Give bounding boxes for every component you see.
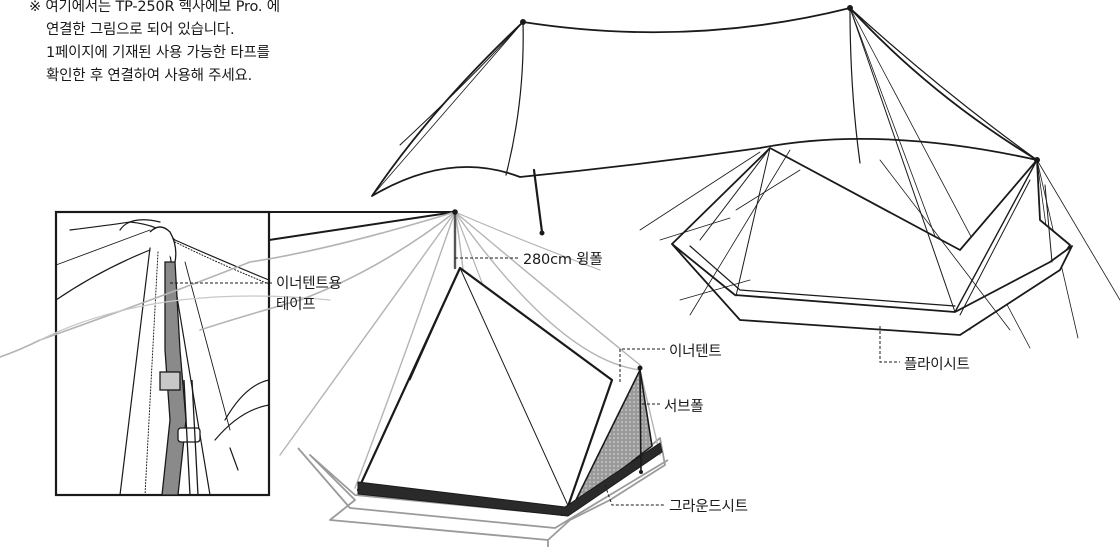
label-fly-sheet: 플라이시트 (904, 357, 970, 373)
label-sub-pole: 서브폴 (664, 399, 704, 415)
note-line-1: ※ 여기에서는 TP-250R 헥사에보 Pro. 에 (29, 0, 280, 15)
fly-sheet-tent (639, 7, 1073, 336)
tarp (371, 5, 1120, 349)
note-text: ※ 여기에서는 TP-250R 헥사에보 Pro. 에 연결한 그림으로 되어 … (29, 0, 280, 88)
label-ground-sheet: 그라운드시트 (669, 499, 748, 515)
front-tent (0, 209, 663, 517)
note-line-4: 확인한 후 연결하여 사용해 주세요. (46, 68, 253, 84)
detail-inset (54, 210, 456, 497)
label-inner-tent-tape: 이너텐트용 테이프 (276, 276, 342, 313)
note-line-2: 연결한 그림으로 되어 있습니다. (46, 22, 235, 38)
leader-lines (170, 257, 900, 506)
note-line-3: 1페이지에 기재된 사용 가능한 타프를 (46, 45, 270, 61)
label-wing-pole: 280cm 윙폴 (523, 252, 603, 268)
label-inner-tent: 이너텐트 (669, 344, 722, 360)
note-mark: ※ (29, 0, 41, 15)
